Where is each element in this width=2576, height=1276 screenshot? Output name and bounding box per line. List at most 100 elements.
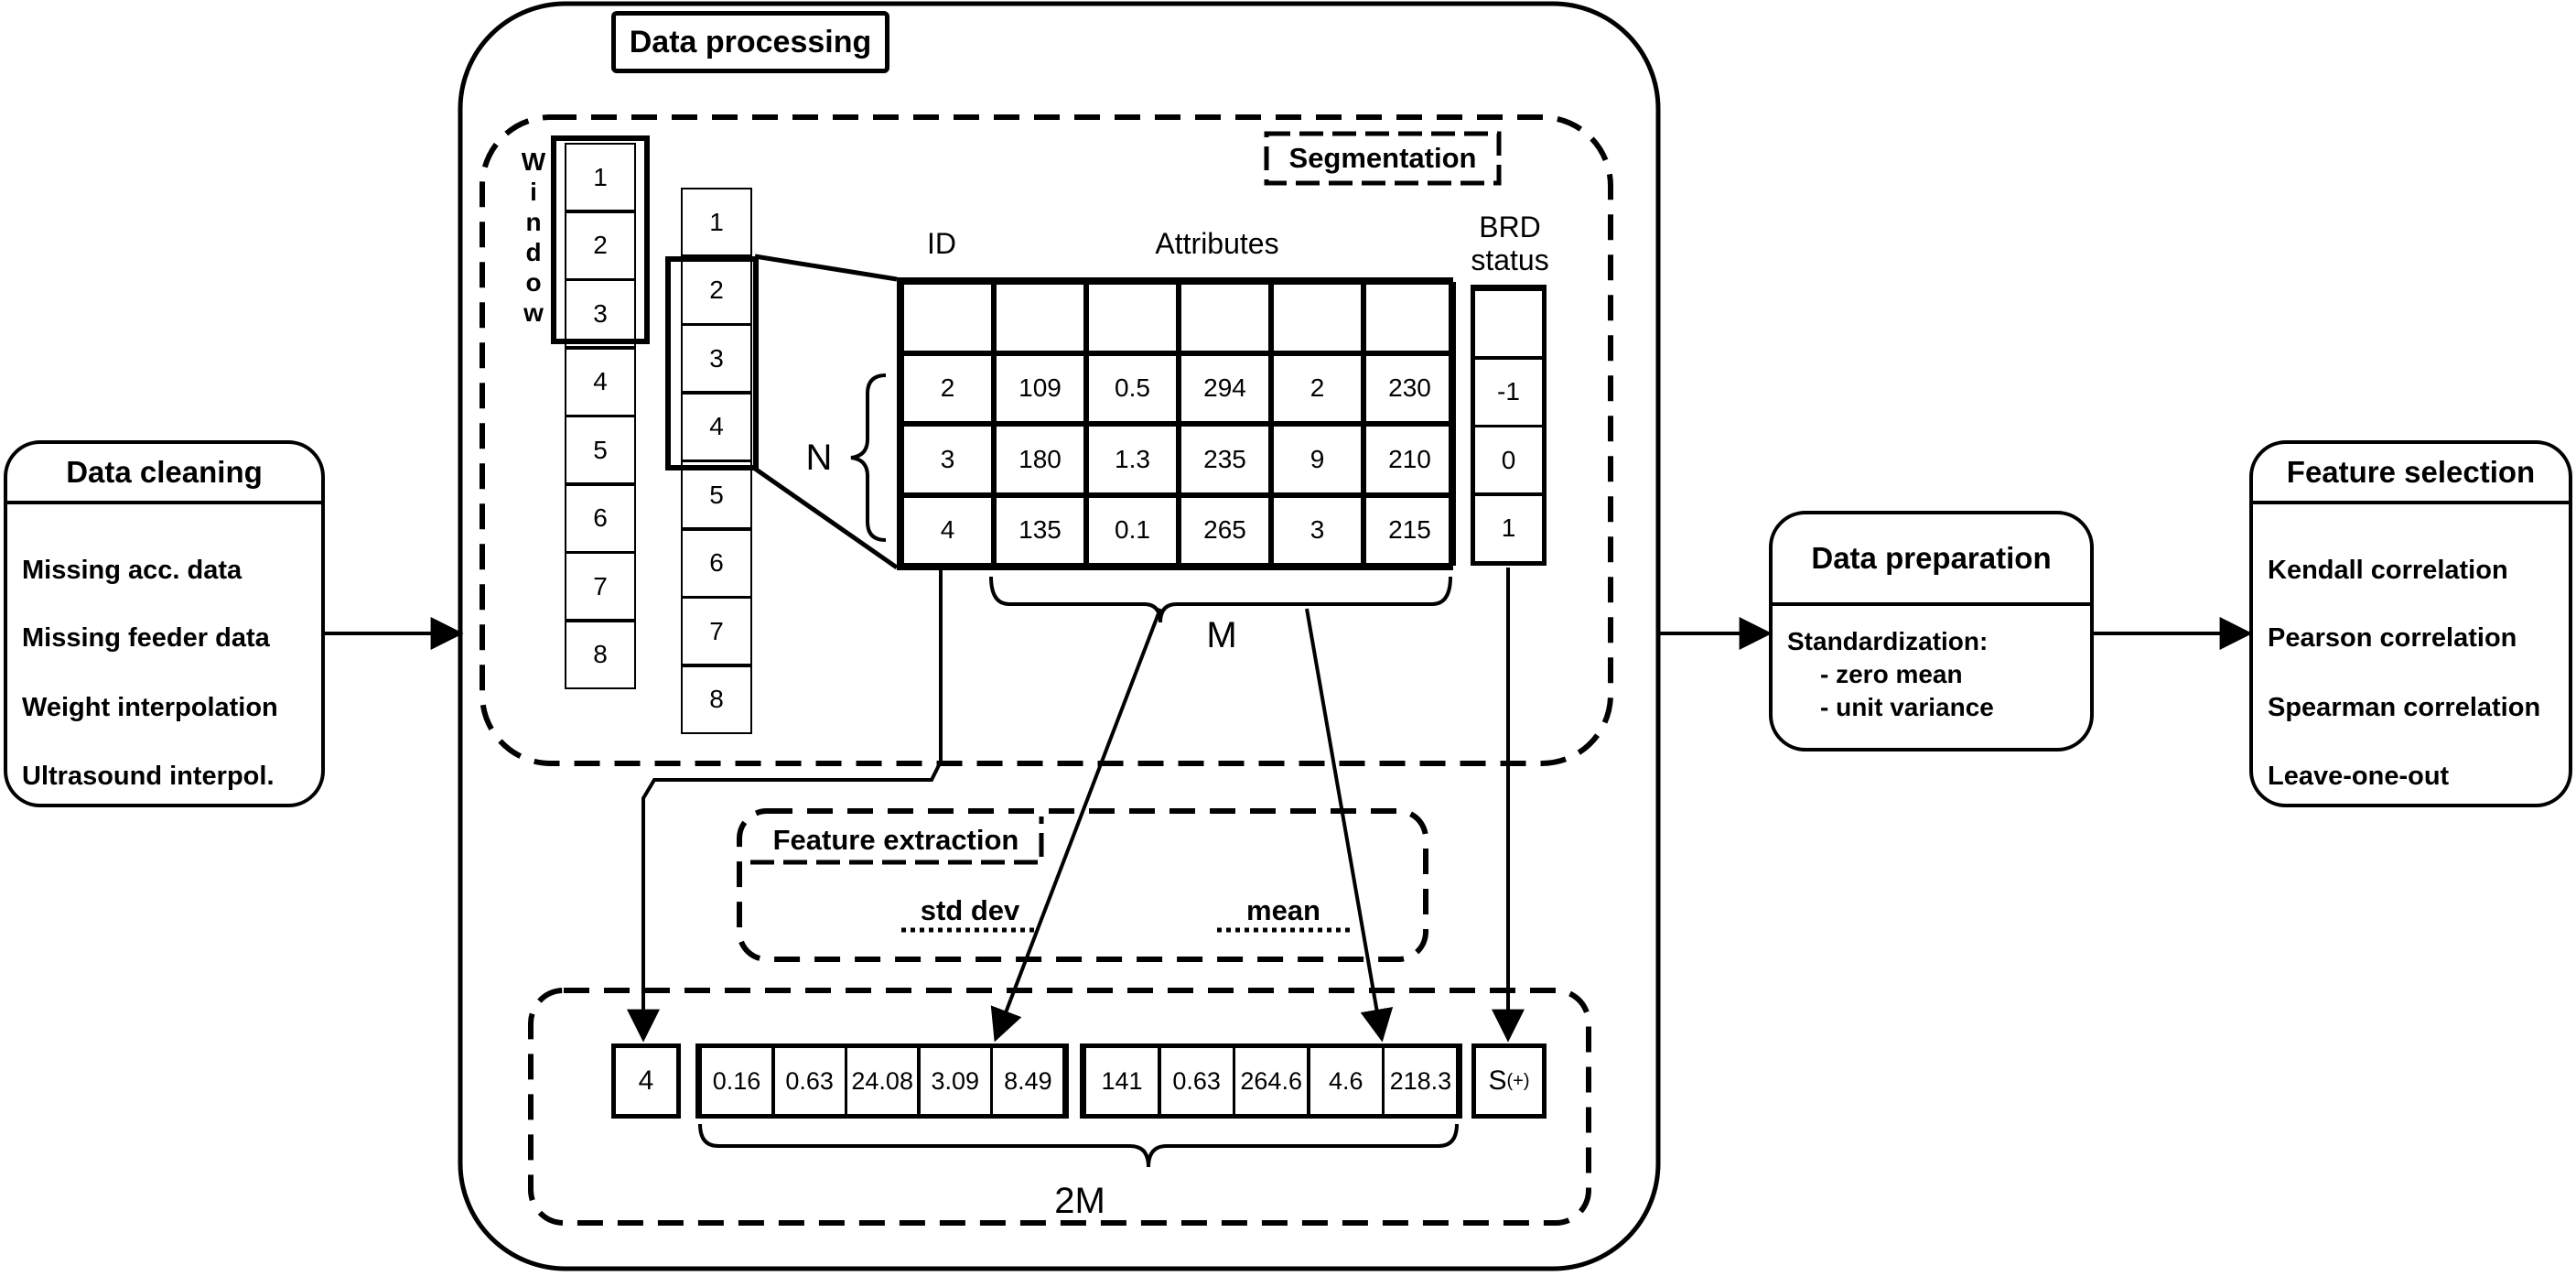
cleaning-item: Ultrasound interpol. [22,762,275,791]
zoom-line-bottom [753,466,899,570]
m-label: M [1206,614,1237,655]
table-cell: 210 [1363,424,1456,495]
n-label: N [805,437,833,478]
arrow-attr-to-mean [1305,608,1394,1043]
table-cell [1363,282,1456,353]
table-cell [901,282,994,353]
data-cleaning-title: Data cleaning [7,444,321,504]
table-cell: 215 [1363,494,1456,566]
table-cell [994,282,1086,353]
sequence-1-cell: 8 [565,620,636,689]
sequence-2-cell: 5 [681,460,752,529]
selection-item: Pearson correlation [2268,623,2517,653]
sequence-2-cell: 7 [681,597,752,665]
sequence-1-cell: 1 [565,143,636,211]
window-letter: n [525,208,542,236]
table-cell: 0.1 [1086,494,1179,566]
table-cell: 230 [1363,352,1456,424]
cleaning-item: Weight interpolation [22,693,278,722]
selection-item: Kendall correlation [2268,556,2508,585]
arrow-attr-to-std [990,608,1162,1043]
feature-selection-title: Feature selection [2253,444,2569,504]
table-cell: 1.3 [1086,424,1179,495]
feature-extraction-label: Feature extraction [772,824,1019,856]
window-letter: w [523,298,544,327]
sequence-1-cell: 5 [565,416,636,484]
status-cell: -1 [1475,357,1542,427]
data-preparation-title: Data preparation [1773,514,2090,606]
sequence-1-cell: 3 [565,279,636,348]
sequence-2-cell: 1 [681,188,752,256]
output-id-cell: 4 [611,1044,681,1119]
segmentation-tag [1264,131,1502,186]
sequence-2-cell: 2 [681,255,752,325]
output-mean-cell: 218.3 [1383,1048,1459,1114]
window-letter: o [525,268,542,297]
arrow-id-to-output [627,568,943,1043]
std-dev-label: std dev [920,894,1020,926]
zoom-line-top [754,254,898,282]
output-std-cell: 0.16 [700,1048,773,1114]
status-cell: 1 [1475,493,1542,563]
window-letter: i [530,178,537,206]
selection-item: Spearman correlation [2268,693,2541,722]
table-cell: 3 [1271,494,1363,566]
sequence-2-cell: 3 [681,324,752,393]
table-cell [1179,282,1271,353]
table-cell: 4 [901,494,994,566]
window-letter: W [521,147,546,176]
output-mean-cell: 0.63 [1159,1048,1234,1114]
output-mean-cell: 141 [1084,1048,1159,1114]
preparation-item: - unit variance [1820,693,1994,721]
table-cell: 2 [1271,352,1363,424]
feature-selection-box: Feature selection Kendall correlation Pe… [2249,440,2572,807]
output-status-superscript: (+) [1506,1070,1530,1091]
sequence-2-cell: 4 [681,392,752,461]
sequence-2-cell: 6 [681,528,752,598]
output-std-cell: 24.08 [846,1048,920,1114]
n-brace [850,373,887,542]
m-brace [989,576,1452,623]
output-std-cell: 8.49 [991,1048,1065,1114]
output-status-symbol: S [1488,1065,1507,1096]
table-cell: 180 [994,424,1086,495]
window-label: W i n d o w [520,146,547,328]
brd-status-header: BRD status [1455,209,1565,278]
output-std-cell: 3.09 [918,1048,992,1114]
table-cell: 109 [994,352,1086,424]
sequence-1-cell: 6 [565,483,636,553]
output-std-cell: 0.63 [772,1048,846,1114]
cleaning-item: Missing feeder data [22,623,270,653]
status-cell: 0 [1475,426,1542,494]
table-cell: 294 [1179,352,1271,424]
feature-extraction-region [737,808,1428,962]
2m-brace [698,1123,1459,1168]
data-processing-title: Data processing [611,11,889,73]
table-cell [1271,282,1363,353]
table-cell: 2 [901,352,994,424]
window-highlight-1 [551,135,650,344]
output-region [528,988,1591,1226]
mean-label: mean [1246,894,1320,926]
brd-status-line1: BRD [1479,211,1541,243]
table-cell: 235 [1179,424,1271,495]
status-cell [1475,289,1542,358]
output-status-cell: S(+) [1471,1044,1547,1119]
2m-label: 2M [1054,1180,1105,1221]
sequence-1-cell: 4 [565,347,636,416]
sequence-1-cell: 2 [565,211,636,280]
attributes-header: Attributes [1155,226,1279,260]
segmentation-label: Segmentation [1288,142,1477,174]
table-cell: 0.5 [1086,352,1179,424]
table-cell: 9 [1271,424,1363,495]
table-cell [1086,282,1179,353]
table-cell: 265 [1179,494,1271,566]
selection-item: Leave-one-out [2268,762,2450,791]
brd-status-line2: status [1471,243,1549,276]
data-preparation-box: Data preparation Standardization: - zero… [1769,511,2094,752]
